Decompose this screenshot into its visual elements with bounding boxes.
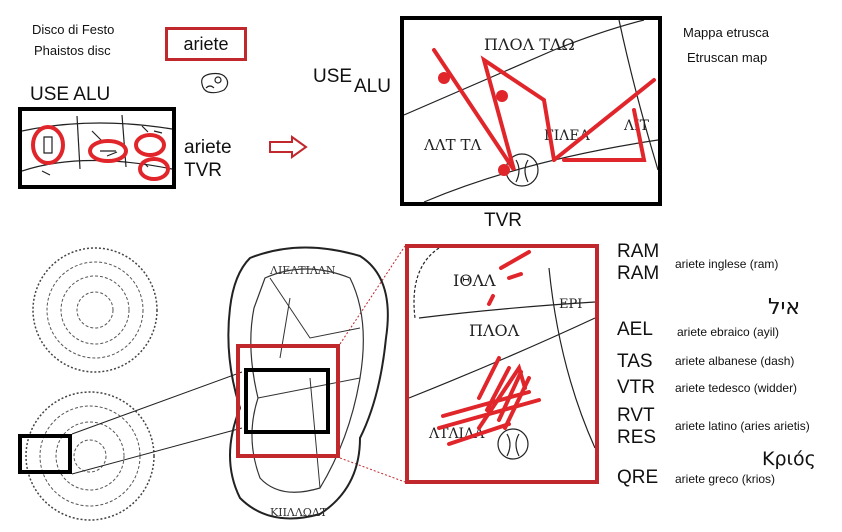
legend-gloss-ael: ariete ebraico (ayil) xyxy=(677,325,780,339)
title-mappa-etrusca: Mappa etrusca xyxy=(683,25,769,40)
etruscan-map-detail-sketch: ΠΛΟΛ ΤΛΩ ΛΛΤ ΤΛ ΓΙΛΕΛ ΛΙΤ xyxy=(404,20,658,202)
alu-label-right: ALU xyxy=(354,76,391,97)
legend-code-ram-2: RAM xyxy=(617,263,660,284)
tvr-label-right: TVR xyxy=(484,210,522,231)
use-label-right: USE xyxy=(313,66,353,87)
legend-gloss-qre: ariete greco (krios) xyxy=(675,472,776,486)
legend-code-qre: QRE xyxy=(617,467,659,488)
tvr-label-left: TVR xyxy=(184,160,222,181)
phaistos-disc-side-a xyxy=(32,247,158,373)
title-phaistos-disc: Phaistos disc xyxy=(34,43,111,58)
svg-text:ΕΡΙ: ΕΡΙ xyxy=(559,297,582,312)
disc-fragment-frame xyxy=(18,107,176,189)
legend-code-ael: AEL xyxy=(617,319,653,340)
use-alu-label-left: USE ALU xyxy=(30,84,111,105)
ariete-word-box: ariete xyxy=(165,27,247,61)
legend-code-vtr: VTR xyxy=(617,377,655,398)
legend-code-res: RES xyxy=(617,427,657,448)
legend-gloss-ram: ariete inglese (ram) xyxy=(675,257,779,271)
svg-text:ΛΙΕΛΤΙΛΛΝ: ΛΙΕΛΤΙΛΛΝ xyxy=(269,264,336,277)
disc-fragment-sketch xyxy=(22,114,172,181)
zoomed-detail-frame: ΙΘΛΛ ΠΛΟΛ ΛΤΛΙΛΛ ΕΡΙ xyxy=(405,244,599,484)
legend-code-tas: TAS xyxy=(617,351,653,372)
map-red-selection xyxy=(236,344,340,458)
arrow-right-icon xyxy=(269,135,308,159)
legend-greek-krios: Κριός xyxy=(762,448,816,470)
zoomed-detail-sketch: ΙΘΛΛ ΠΛΟΛ ΛΤΛΙΛΛ ΕΡΙ xyxy=(409,248,595,460)
legend-gloss-vtr: ariete tedesco (widder) xyxy=(675,381,798,395)
svg-text:ΚΙΙΛΛΩΛΤ: ΚΙΙΛΛΩΛΤ xyxy=(270,506,328,519)
ram-head-icon xyxy=(201,72,229,94)
legend-code-rvt: RVT xyxy=(617,405,655,426)
svg-text:ΙΘΛΛ: ΙΘΛΛ xyxy=(453,271,496,290)
title-etruscan-map: Etruscan map xyxy=(687,50,768,65)
legend-gloss-rvt: ariete latino (aries arietis) xyxy=(675,419,810,433)
legend-hebrew-ayil: איל xyxy=(768,295,801,320)
svg-text:ΠΛΟΛ: ΠΛΟΛ xyxy=(469,321,520,340)
map-black-selection xyxy=(244,368,330,434)
ariete-word: ariete xyxy=(183,33,229,54)
legend-code-ram-1: RAM xyxy=(617,241,660,262)
title-disco-festo: Disco di Festo xyxy=(32,22,115,37)
ariete-label: ariete xyxy=(184,137,232,158)
disc-selection-box xyxy=(18,434,72,474)
svg-text:ΛΛΤ ΤΛ: ΛΛΤ ΤΛ xyxy=(423,136,481,154)
etruscan-map-detail-frame: ΠΛΟΛ ΤΛΩ ΛΛΤ ΤΛ ΓΙΛΕΛ ΛΙΤ xyxy=(400,16,662,206)
svg-text:ΠΛΟΛ ΤΛΩ: ΠΛΟΛ ΤΛΩ xyxy=(484,35,575,54)
legend-gloss-tas: ariete albanese (dash) xyxy=(675,354,795,368)
etruscan-map-full: ΛΙΕΛΤΙΛΛΝ ΚΙΙΛΛΩΛΤ xyxy=(227,246,389,520)
